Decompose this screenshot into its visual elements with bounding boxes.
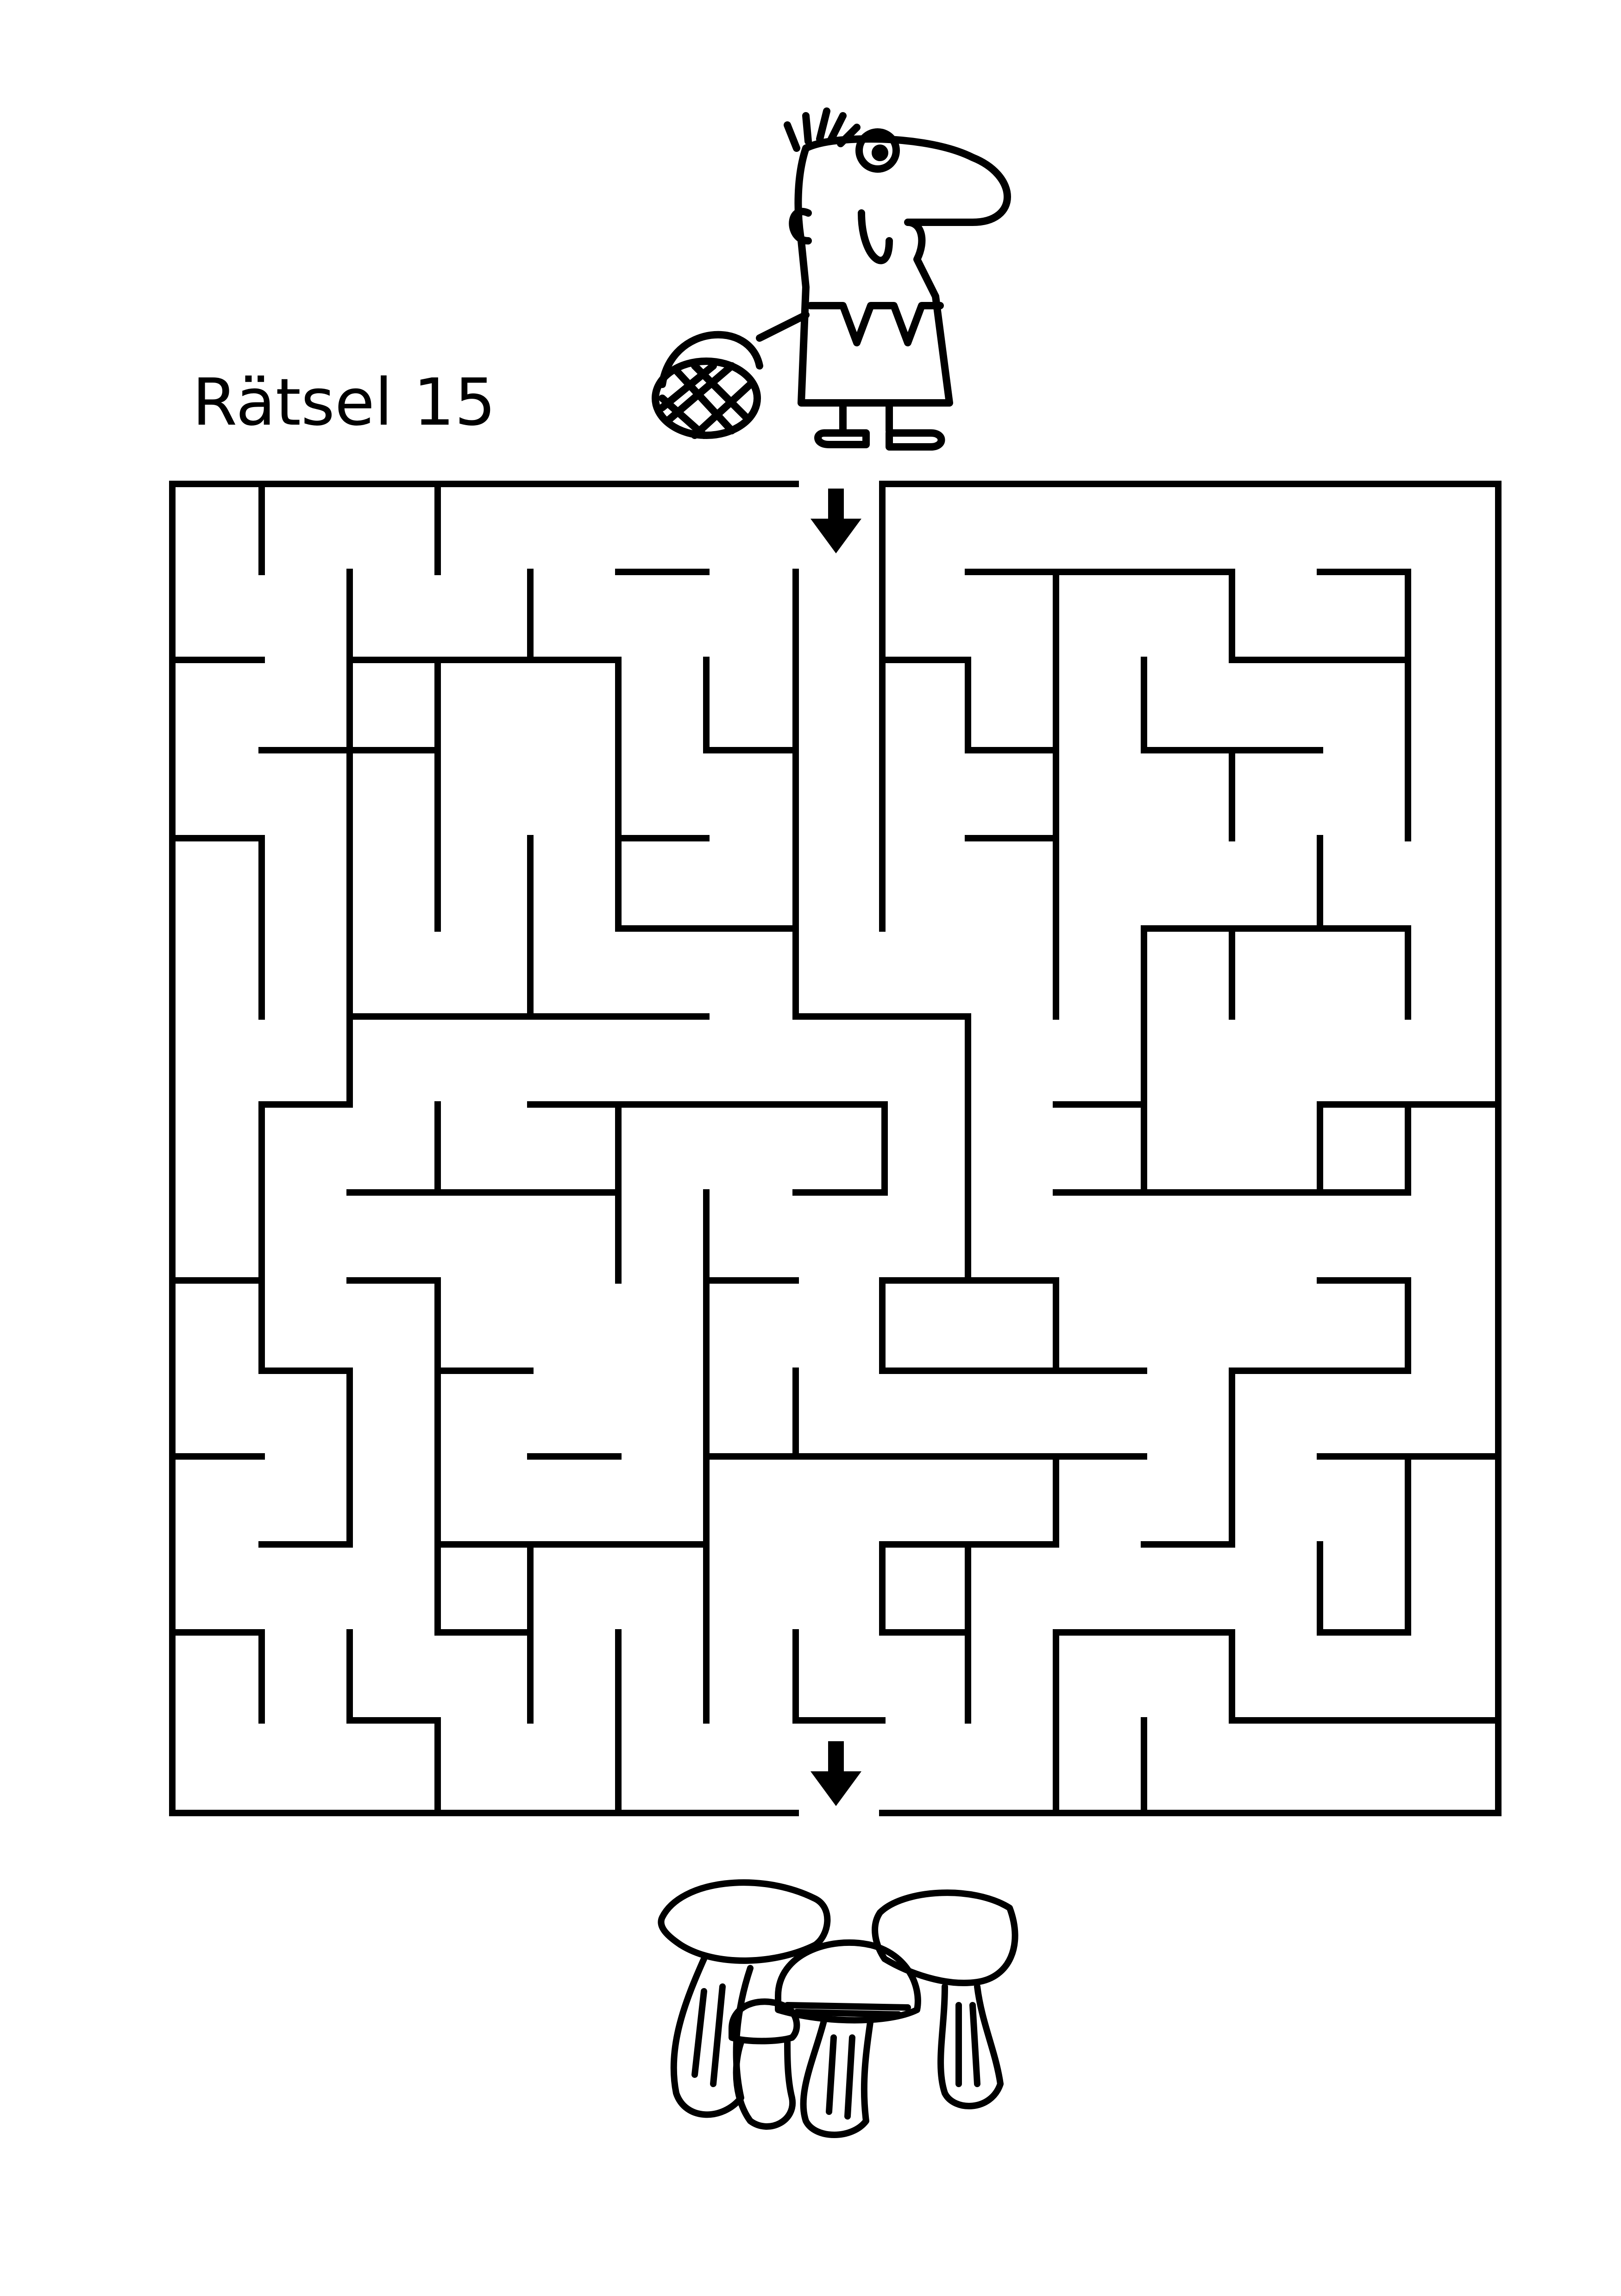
maze-walls (169, 481, 1502, 1816)
start-arrow-icon (810, 489, 861, 553)
mushrooms-icon (658, 1879, 1018, 2138)
puzzle-title: Rätsel 15 (192, 365, 496, 440)
end-arrow-icon (810, 1741, 861, 1806)
man-with-basket-icon (652, 107, 1011, 451)
